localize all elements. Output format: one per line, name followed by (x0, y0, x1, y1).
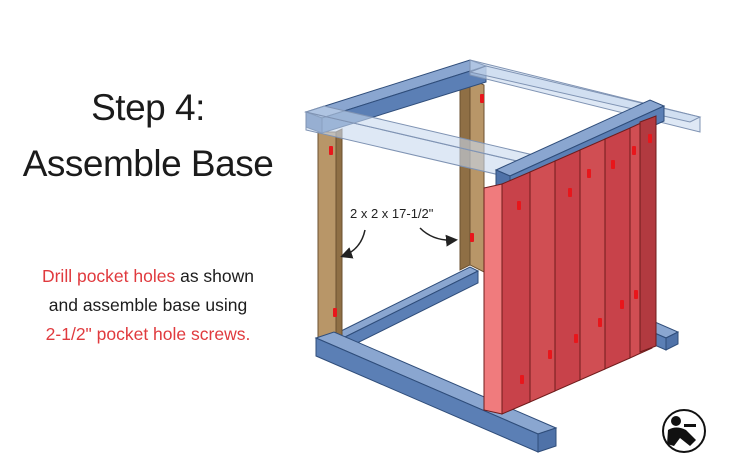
instructions-line-2: and assemble base using (48, 295, 248, 315)
back-bottom-rail (329, 266, 480, 353)
pocket-holes (329, 94, 652, 384)
dimension-arrow-left (340, 229, 366, 259)
instructions-line-1: Drill pocket holes as shown (41, 266, 255, 286)
dimension-arrow-right (419, 227, 458, 247)
instructions: Drill pocket holes as shown and assemble… (14, 262, 282, 349)
dimension-label: 2 x 2 x 17-1/2" (350, 206, 434, 221)
pocket-holes-highlight: Drill pocket holes (41, 266, 176, 286)
instructions-line-3: 2-1/2" pocket hole screws. (45, 324, 251, 344)
step-number: Step 4: (91, 87, 205, 128)
step-name: Assemble Base (22, 143, 274, 184)
woodworker-silhouette-icon (662, 409, 706, 453)
step-title: Step 4: Assemble Base (14, 80, 282, 192)
back-left-leg (317, 128, 343, 343)
back-right-leg (459, 77, 485, 273)
